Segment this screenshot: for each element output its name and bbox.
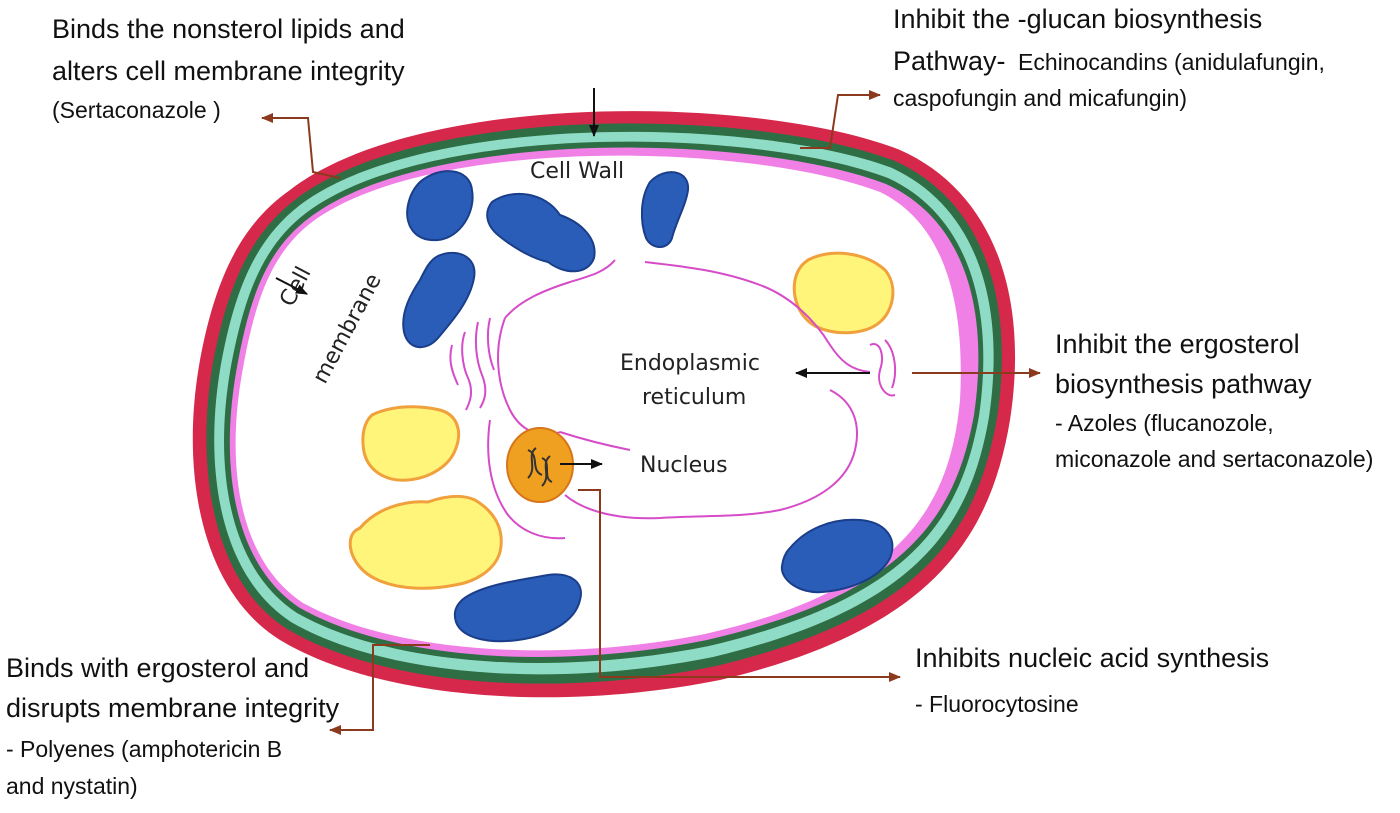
pointer-arrows (275, 88, 870, 469)
vacuole (348, 494, 503, 590)
er-label-line2: reticulum (642, 385, 746, 410)
callout-bottom-left-line1: Binds with ergosterol and (6, 653, 309, 683)
connector-arrows (261, 90, 1041, 735)
callout-bottom-right-line1: Inhibits nucleic acid synthesis (915, 643, 1269, 673)
callout-mid-right: Inhibit the ergosterol biosynthesis path… (1055, 329, 1373, 472)
mitochondrion (406, 170, 474, 242)
callout-bottom-left: Binds with ergosterol and disrupts membr… (6, 653, 340, 799)
top-right-connector-arrow (800, 90, 881, 149)
callout-bottom-left-line2: disrupts membrane integrity (6, 693, 340, 723)
er-label-line1: Endoplasmic (620, 351, 760, 376)
vacuole (792, 251, 895, 335)
dna-icon (527, 447, 553, 487)
callout-top-right-line2a: Pathway- (893, 46, 1006, 76)
top-left-connector-arrow (261, 113, 341, 179)
bottom-left-connector-arrow (329, 644, 430, 735)
mitochondrion (780, 518, 894, 594)
callout-mid-right-line2: biosynthesis pathway (1055, 369, 1312, 399)
callout-mid-right-line1: Inhibit the ergosterol (1055, 329, 1300, 359)
callout-bottom-right-line2: - Fluorocytosine (915, 691, 1079, 717)
cell-membrane-pointer-arrow (275, 277, 308, 295)
callout-top-left-line1: Binds the nonsterol lipids and (52, 14, 405, 44)
callout-bottom-right: Inhibits nucleic acid synthesis - Fluoro… (915, 643, 1269, 717)
vacuole (361, 405, 461, 482)
callout-mid-right-line4: miconazole and sertaconazole) (1055, 446, 1373, 472)
callout-top-right-line1: Inhibit the -glucan biosynthesis (893, 4, 1262, 34)
mitochondrion (402, 251, 476, 348)
callout-top-right-line3: caspofungin and micafungin) (893, 85, 1187, 111)
callout-top-right-line2: Pathway- Echinocandins (anidulafungin, (893, 46, 1325, 76)
callout-top-left: Binds the nonsterol lipids and alters ce… (52, 14, 405, 123)
mitochondria-group (402, 170, 894, 643)
callout-top-right-line2b: Echinocandins (anidulafungin, (1018, 49, 1325, 75)
callout-mid-right-line3: - Azoles (flucanozole, (1055, 410, 1274, 436)
endoplasmic-reticulum (449, 259, 897, 540)
callout-top-left-line2: alters cell membrane integrity (52, 56, 405, 86)
nucleus-label: Nucleus (640, 453, 728, 478)
cell-wall-label: Cell Wall (530, 159, 624, 184)
bottom-right-connector-arrow (578, 489, 901, 682)
vacuole-group (348, 251, 895, 590)
callout-bottom-left-line3: - Polyenes (amphotericin B (6, 736, 282, 762)
callout-top-left-line3: (Sertaconazole ) (52, 97, 221, 123)
callout-bottom-left-line4: and nystatin) (6, 773, 138, 799)
mitochondrion (640, 171, 690, 248)
mitochondrion (486, 192, 596, 273)
callout-top-right: Inhibit the -glucan biosynthesis Pathway… (893, 4, 1325, 111)
mitochondrion (453, 573, 582, 643)
